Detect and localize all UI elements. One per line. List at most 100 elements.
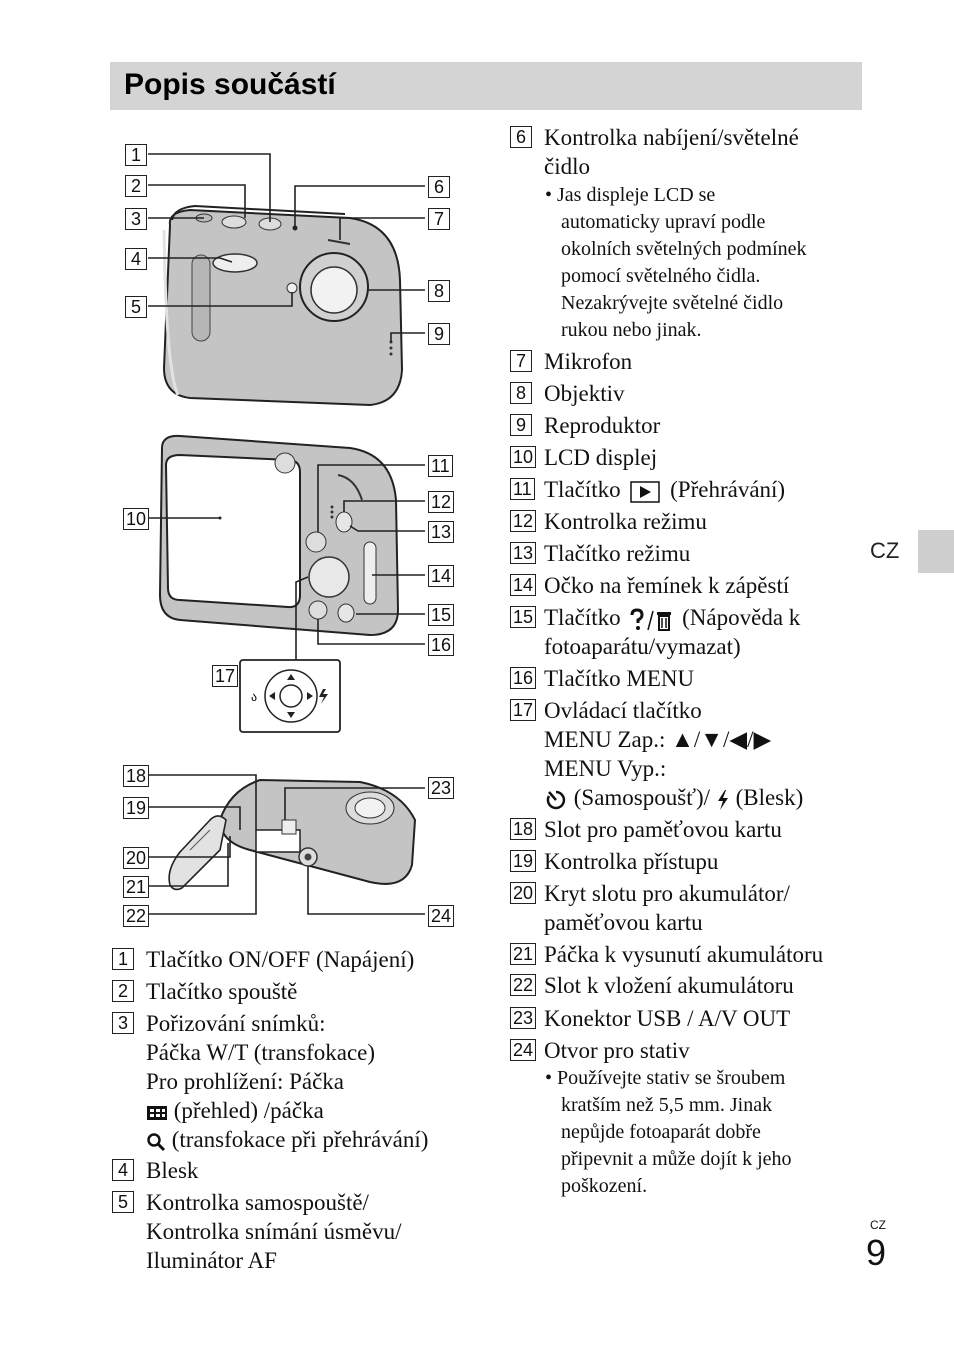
item-text: Kryt slotu pro akumulátor/ [544,881,790,906]
item-number: 15 [510,606,537,628]
item-text: Kontrolka nabíjení/světelné [544,125,799,150]
page-title: Popis součástí [124,68,336,101]
item-text: paměťovou kartu [544,910,703,935]
callout-22: 22 [123,905,150,927]
item-number: 19 [510,850,537,872]
index-grid-icon [147,1105,167,1120]
item-text: Tlačítko [544,605,621,630]
note-line: • Jas displeje LCD se [545,184,716,206]
item-text: (Nápověda k [682,605,801,630]
callout-24: 24 [428,905,455,927]
item-text: Blesk [146,1158,199,1183]
item-number: 17 [510,699,537,721]
language-tab [918,530,954,573]
item-number: 13 [510,542,537,564]
help-trash-icon [630,608,672,631]
svg-text:ა: ა [251,690,257,704]
item-text: Tlačítko spouště [146,979,298,1004]
callout-16: 16 [428,634,455,656]
item-text: Pro prohlížení: Páčka [146,1069,345,1094]
item-text: Tlačítko režimu [544,541,691,566]
item-number: 4 [112,1159,134,1181]
callout-2: 2 [125,175,147,197]
callout-10: 10 [123,508,150,530]
item-text: Pořizování snímků: [146,1011,326,1036]
item-text: LCD displej [544,445,658,470]
item-text: Tlačítko [544,477,621,502]
item-number: 12 [510,510,537,532]
item-number: 20 [510,882,537,904]
callout-19: 19 [123,797,150,819]
callout-18: 18 [123,765,150,787]
note-line: okolních světelných podmínek [561,238,807,260]
callout-12: 12 [428,491,455,513]
callout-17: 17 [212,665,239,687]
self-timer-icon [546,790,566,809]
item-text: (Přehrávání) [670,477,786,502]
note-line: pomocí světelného čidla. [561,265,761,287]
note-line: připevnit a může dojít k jeho [561,1148,792,1170]
item-text: Kontrolka přístupu [544,849,719,874]
note-line: rukou nebo jinak. [561,319,702,341]
item-text: Iluminátor AF [146,1248,277,1273]
item-text: Očko na řemínek k zápěstí [544,573,790,598]
item-number: 21 [510,943,537,965]
magnifier-icon [147,1132,166,1151]
callout-6: 6 [428,176,450,198]
callout-4: 4 [125,248,147,270]
item-text: Páčka W/T (transfokace) [146,1040,376,1065]
item-text: Kontrolka samospouště/ [146,1190,369,1215]
note-line: nepůjde fotoaparát dobře [561,1121,761,1143]
item-number: 24 [510,1039,537,1061]
callout-9: 9 [428,323,450,345]
callout-8: 8 [428,280,450,302]
item-number: 10 [510,446,537,468]
item-number: 23 [510,1007,537,1029]
note-line: Nezakrývejte světelné čidlo [561,292,784,314]
item-number: 3 [112,1012,134,1034]
item-number: 1 [112,948,134,970]
item-number: 7 [510,350,532,372]
item-number: 18 [510,818,537,840]
callout-13: 13 [428,521,455,543]
camera-back-view: ა [148,434,425,733]
language-label: CZ [870,538,900,563]
item-text: MENU Zap.: ▲/▼/◀/▶ [544,727,772,752]
item-text: Reproduktor [544,413,661,438]
item-text: Mikrofon [544,349,633,374]
callout-1: 1 [125,144,147,166]
note-line: automaticky upraví podle [561,211,766,233]
flash-icon [717,789,728,810]
camera-parts-figure: ა [148,153,425,915]
page-number: 9 [866,1232,887,1273]
callout-21: 21 [123,876,150,898]
item-number: 2 [112,980,134,1002]
page-number-label: CZ [870,1218,886,1232]
item-text: (přehled) /páčka [173,1098,324,1123]
item-text: (transfokace při přehrávání) [171,1127,429,1152]
item-number: 9 [510,414,532,436]
note-6: • Jas displeje LCD se automaticky upraví… [545,182,807,344]
callout-11: 11 [428,455,453,477]
item-text: MENU Vyp.: [544,756,667,781]
item-number: 16 [510,667,537,689]
playback-icon [630,480,661,503]
item-text: Tlačítko ON/OFF (Napájení) [146,947,415,972]
callout-5: 5 [125,296,147,318]
item-text: Slot pro paměťovou kartu [544,817,782,842]
note-line: kratším než 5,5 mm. Jinak [561,1094,773,1116]
item-text: Otvor pro stativ [544,1038,690,1063]
callout-20: 20 [123,847,150,869]
item-text: Slot k vložení akumulátoru [544,973,794,998]
camera-front-view [148,153,425,407]
callout-7: 7 [428,208,450,230]
callout-23: 23 [428,777,455,799]
item-text: Tlačítko MENU [544,666,695,691]
item-number: 8 [510,382,532,404]
item-number: 22 [510,974,537,996]
item-text: Ovládací tlačítko [544,698,702,723]
item-text: čidlo [544,154,590,179]
item-text: Páčka k vysunutí akumulátoru [544,942,824,967]
camera-bottom-view [148,774,425,915]
item-number: 6 [510,126,532,148]
